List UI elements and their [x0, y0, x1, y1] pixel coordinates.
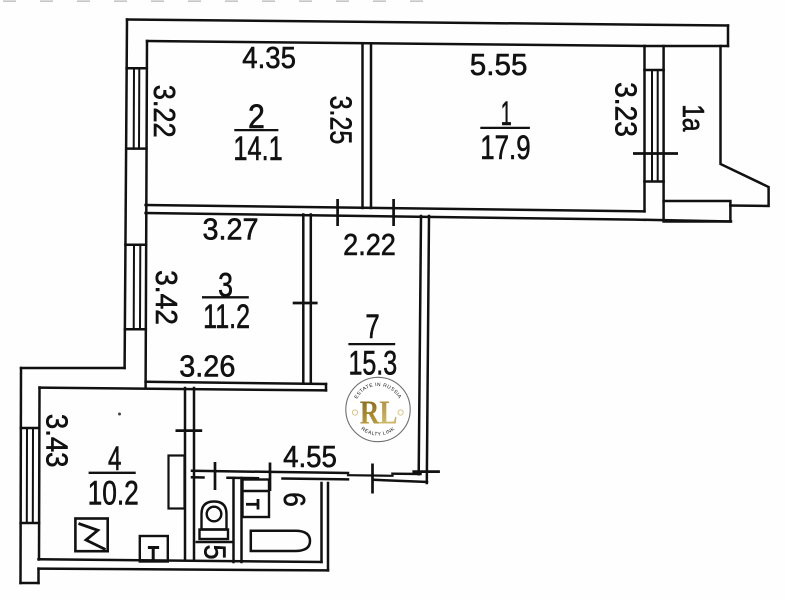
svg-text:3.25: 3.25 [324, 96, 359, 145]
svg-text:7: 7 [365, 309, 379, 346]
svg-text:3.23: 3.23 [608, 82, 643, 137]
svg-text:2.22: 2.22 [343, 228, 396, 262]
svg-text:5.55: 5.55 [470, 48, 528, 82]
svg-text:REALTY LINK: REALTY LINK [360, 426, 397, 438]
svg-text:4: 4 [108, 440, 121, 478]
svg-text:1: 1 [501, 95, 512, 133]
svg-text:11.2: 11.2 [203, 298, 250, 336]
svg-text:14.1: 14.1 [233, 131, 282, 168]
svg-text:RL: RL [360, 394, 398, 432]
svg-text:4.35: 4.35 [242, 41, 296, 76]
svg-text:4.55: 4.55 [283, 439, 337, 474]
svg-text:6: 6 [276, 492, 310, 507]
svg-text:3.42: 3.42 [149, 270, 184, 325]
svg-text:15.3: 15.3 [348, 345, 397, 383]
svg-text:3.26: 3.26 [179, 350, 235, 384]
svg-text:3.27: 3.27 [202, 213, 258, 247]
svg-text:3.22: 3.22 [147, 85, 181, 138]
svg-text:5: 5 [197, 544, 231, 559]
svg-text:17.9: 17.9 [480, 130, 530, 167]
svg-text:1а: 1а [677, 104, 711, 132]
svg-text:3.43: 3.43 [39, 414, 74, 468]
svg-text:2: 2 [248, 97, 265, 135]
svg-text:10.2: 10.2 [88, 474, 139, 512]
svg-text:3: 3 [218, 267, 233, 305]
